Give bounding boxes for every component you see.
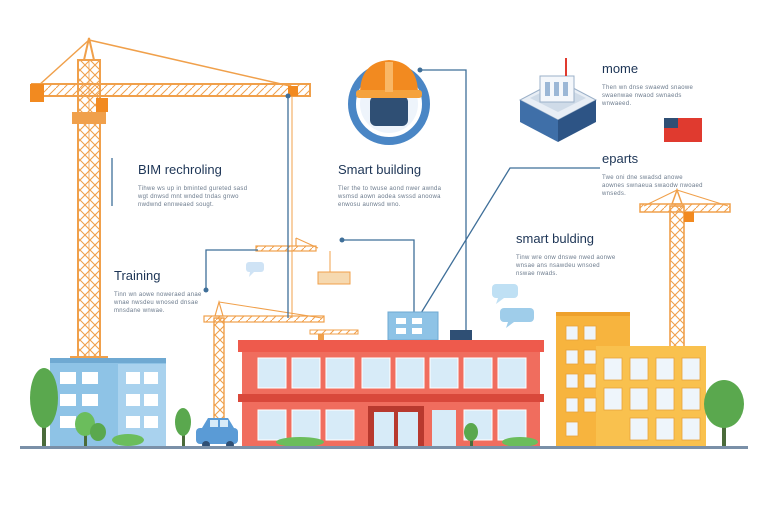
- bim-model-block-icon: [518, 58, 598, 142]
- tree-icon: [75, 412, 106, 446]
- callout-connectors: [111, 69, 600, 330]
- building-center: [238, 311, 544, 446]
- chat-bubble-icon: [246, 262, 264, 277]
- building-left: [50, 358, 166, 446]
- tree-icon: [704, 380, 744, 446]
- callout-mome: mome Then wn dnse swaewd snaowe swaenwae…: [602, 61, 706, 108]
- callout-title: smart bulding: [516, 231, 595, 246]
- callout-text: Tihwe ws up in bminted gureted sasd wgt …: [138, 186, 248, 208]
- building-right: [556, 312, 706, 446]
- callout-training: Training Tinn wn aowe noweraed anae wnae…: [114, 268, 210, 315]
- car-icon: [196, 418, 238, 449]
- callout-title: Training: [114, 268, 161, 283]
- callout-title: mome: [602, 61, 639, 76]
- callout-text: Then wn dnse swaewd snaowe swaenwae nwao…: [602, 85, 694, 107]
- callout-smart-bulding: smart bulding Tinw wre onw dnswe nwed ao…: [516, 231, 620, 278]
- connector-dots: [203, 67, 423, 293]
- tree-icon: [30, 368, 58, 446]
- tree-icon: [175, 408, 191, 446]
- callout-smart-building: Smart building Tler the to twuse aond nw…: [338, 162, 442, 209]
- callout-title: Smart building: [338, 162, 422, 177]
- flag-icon: [664, 118, 702, 142]
- callout-text: Twe oni dne swadsd anowe aownes swnaeua …: [602, 175, 703, 197]
- tower-crane-icon: [30, 37, 311, 362]
- hard-hat-icon: [348, 60, 430, 145]
- callout-text: Tinw wre onw dnswe nwed aonwe wnsae ans …: [516, 255, 616, 277]
- callout-bim: BIM rechroling Tihwe ws up in bminted gu…: [138, 162, 248, 209]
- chat-bubble-icon: [492, 284, 534, 328]
- callout-eparts: eparts Twe oni dne swadsd anowe aownes s…: [602, 151, 706, 198]
- callout-text: Tler the to twuse aond nwer awnda wsmsd …: [338, 186, 442, 208]
- callout-text: Tinn wn aowe noweraed anae wnae nwsdeu w…: [114, 292, 202, 314]
- bushes: [112, 434, 538, 447]
- callout-title: BIM rechroling: [138, 162, 222, 177]
- ground-line: [20, 446, 748, 449]
- tower-crane-icon: [255, 237, 351, 285]
- tree-icon: [464, 423, 478, 446]
- callout-title: eparts: [602, 151, 639, 166]
- tower-crane-icon: [639, 187, 731, 373]
